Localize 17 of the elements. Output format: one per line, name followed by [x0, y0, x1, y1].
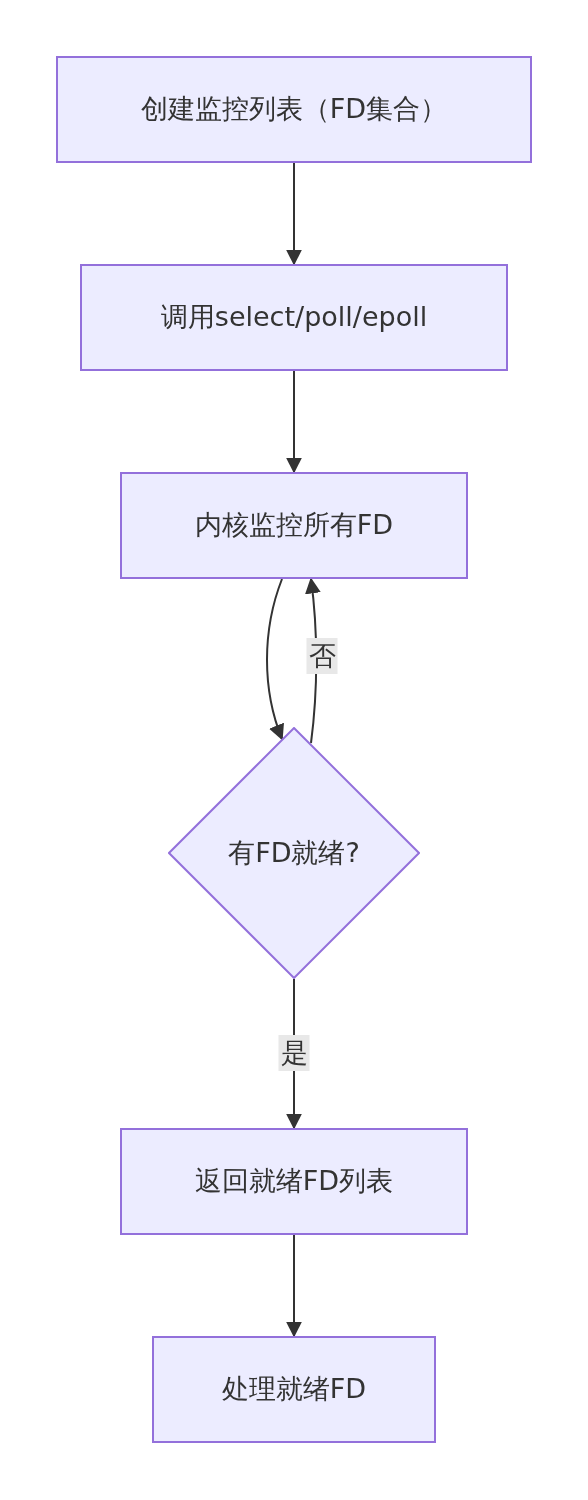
edge-label: 是 [278, 1035, 310, 1071]
node-label: 内核监控所有FD [194, 508, 394, 543]
arrow [286, 162, 302, 266]
node-label: 处理就绪FD [221, 1372, 367, 1407]
arrow [286, 370, 302, 474]
node-label: 创建监控列表（FD集合） [140, 92, 448, 127]
node-label: 有FD就绪? [228, 835, 360, 870]
process-box [56, 56, 532, 163]
arrow [266, 578, 285, 741]
process-box [120, 1128, 468, 1235]
node-label: 调用select/poll/epoll [160, 300, 428, 335]
process-box [152, 1336, 436, 1443]
process-box [80, 264, 508, 371]
process-box [120, 472, 468, 579]
edge-label: 否 [306, 638, 338, 674]
arrow [286, 1234, 302, 1338]
node-label: 返回就绪FD列表 [194, 1164, 394, 1199]
